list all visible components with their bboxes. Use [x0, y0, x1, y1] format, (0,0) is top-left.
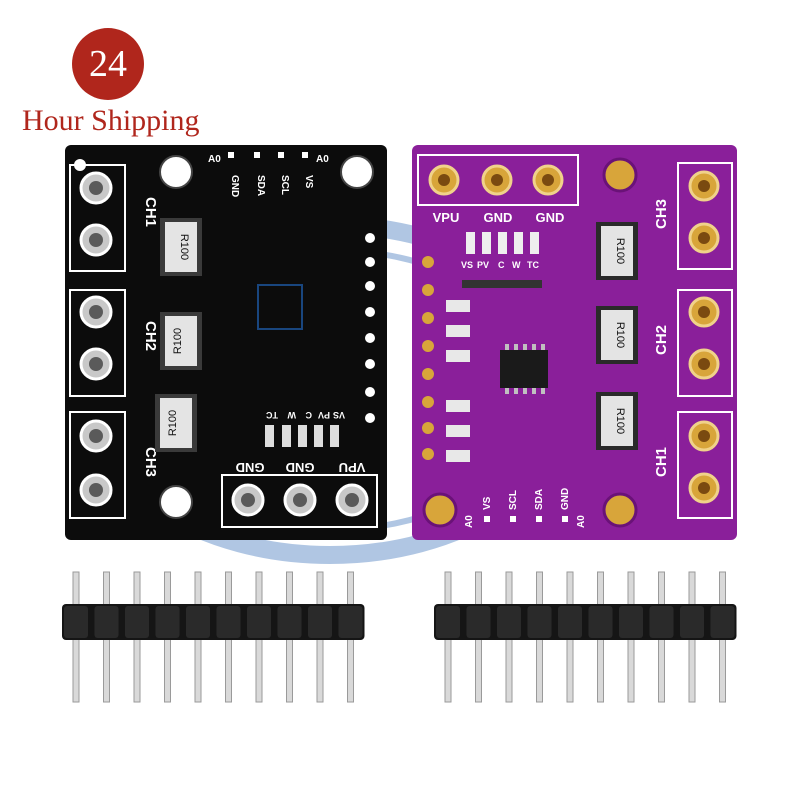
header-segment [64, 606, 88, 638]
black-header-label: VPU [339, 460, 366, 475]
24-hour-badge: 24 [72, 28, 144, 100]
black-breakout-board: CH1 CH2 CH3 R100 R100 R100 A0 GND SDA SC… [65, 145, 387, 540]
resistor-label: R100 [178, 234, 190, 260]
purple-ch-label: CH1 [653, 447, 670, 477]
purple-bottom-pin: A0 [576, 515, 587, 528]
purple-led-label: VS [461, 260, 473, 270]
black-led-label: C [305, 410, 312, 420]
header-segment [619, 606, 643, 638]
black-top-pin: A0 [208, 154, 221, 165]
header-segment [155, 606, 180, 638]
badge-number: 24 [89, 43, 127, 85]
purple-led-label: TC [527, 260, 539, 270]
header-segment [338, 606, 363, 638]
shipping-caption: Hour Shipping [22, 104, 200, 137]
black-shunt-resistors: R100 R100 R100 [155, 218, 202, 452]
black-led-label: W [287, 410, 296, 420]
header-segment [247, 606, 271, 638]
resistor-label: R100 [614, 322, 626, 348]
resistor-label: R100 [172, 328, 184, 354]
resistor-label: R100 [167, 410, 179, 436]
pin-header-left [62, 571, 365, 703]
header-segment [710, 606, 735, 638]
resistor-label: R100 [614, 408, 626, 434]
black-led-label: PV [318, 410, 330, 420]
black-header-label: GND [286, 460, 315, 475]
header-segment [649, 606, 674, 638]
black-led-label: TC [266, 410, 278, 420]
black-top-pin: SCL [279, 175, 290, 195]
header-segment [436, 606, 460, 638]
purple-bottom-pin: VS [482, 496, 493, 510]
purple-led-label: C [498, 260, 505, 270]
black-led-label: VS [333, 410, 345, 420]
purple-ch-label: CH3 [653, 199, 670, 229]
header-segment [94, 606, 119, 638]
header-segment [588, 606, 613, 638]
pin-header-right [434, 571, 737, 703]
purple-header-label: VPU [433, 210, 460, 225]
header-segment [216, 606, 241, 638]
header-segment [527, 606, 552, 638]
purple-breakout-board: VPU GND GND VS PV C W TC [412, 145, 737, 540]
purple-ch-label: CH2 [653, 325, 670, 355]
purple-bottom-pin: SCL [508, 490, 519, 510]
header-segment [680, 606, 704, 638]
resistor-label: R100 [614, 238, 626, 264]
purple-bottom-pin: GND [560, 488, 571, 510]
purple-header-label: GND [484, 210, 513, 225]
purple-bottom-pin: SDA [534, 489, 545, 510]
black-top-pin: A0 [316, 154, 329, 165]
black-top-pin: SDA [255, 175, 266, 196]
black-top-pin: VS [303, 175, 314, 189]
header-segment [497, 606, 521, 638]
purple-shunt-resistors: R100 R100 R100 [596, 222, 638, 450]
header-segment [186, 606, 210, 638]
black-ch-label: CH1 [142, 197, 159, 227]
black-header-label: GND [236, 460, 265, 475]
purple-bottom-pin: A0 [464, 515, 475, 528]
black-ch-label: CH2 [142, 321, 159, 351]
purple-led-label: W [512, 260, 521, 270]
header-segment [125, 606, 149, 638]
header-segment [308, 606, 332, 638]
header-segment [277, 606, 302, 638]
header-segment [466, 606, 491, 638]
purple-led-label: PV [477, 260, 489, 270]
black-ch-label: CH3 [142, 447, 159, 477]
header-segment [558, 606, 582, 638]
black-top-pin: GND [229, 175, 240, 197]
purple-header-label: GND [536, 210, 565, 225]
